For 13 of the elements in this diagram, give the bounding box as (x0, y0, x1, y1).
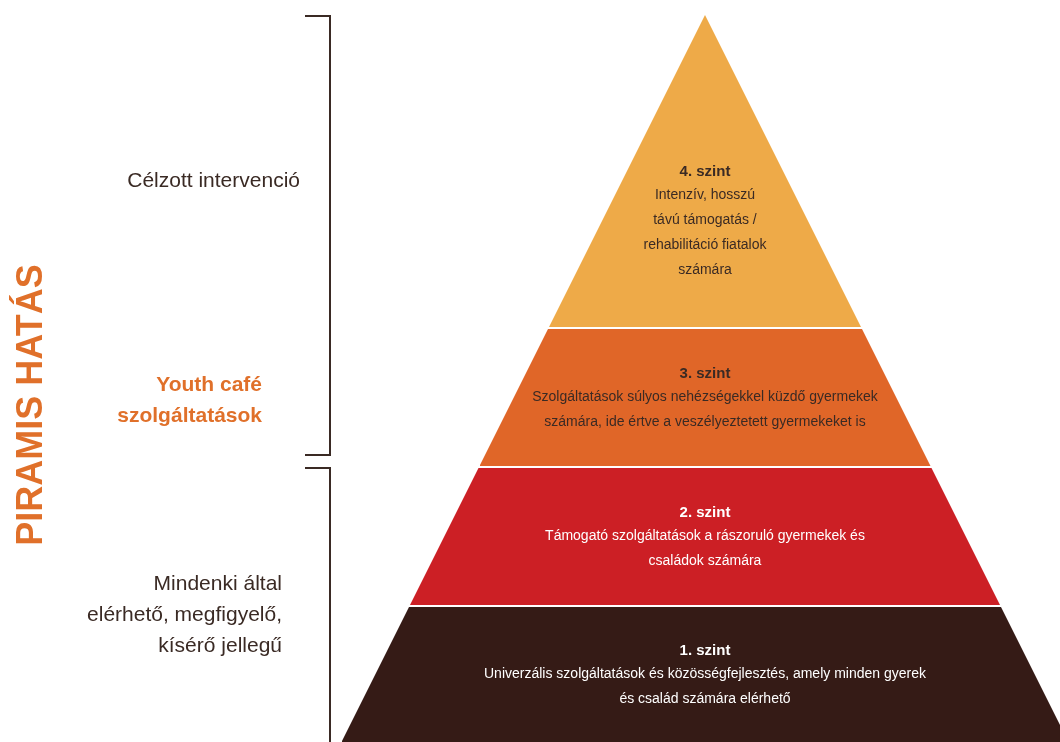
vertical-title: PIRAMIS HATÁS (8, 263, 51, 548)
level-heading: 1. szint (679, 639, 731, 660)
level-description: Szolgáltatások súlyos nehézségekkel küzdő gyermekek számára, ide értve a veszélyeztetett gyermekeket is (531, 386, 879, 431)
level-description: Univerzális szolgáltatások és közösségfejlesztés, amely minden gyerek és család számára elérhető (483, 663, 927, 708)
level-description: Intenzív, hosszú távú támogatás / rehabilitáció fiatalok számára (642, 185, 768, 279)
level-heading: 2. szint (679, 501, 731, 522)
section-label: Mindenki által elérhető, megfigyelő, kísérő jellegű (86, 570, 282, 658)
pyramid-level (341, 607, 1060, 742)
level-heading: 3. szint (679, 362, 731, 383)
section-label: Célzott intervenció (126, 167, 300, 193)
level-heading: 4. szint (679, 161, 731, 181)
section-label: Youth café szolgáltatások (116, 371, 262, 428)
level-description: Támogató szolgáltatások a rászoruló gyermekek és családok számára (544, 525, 866, 570)
